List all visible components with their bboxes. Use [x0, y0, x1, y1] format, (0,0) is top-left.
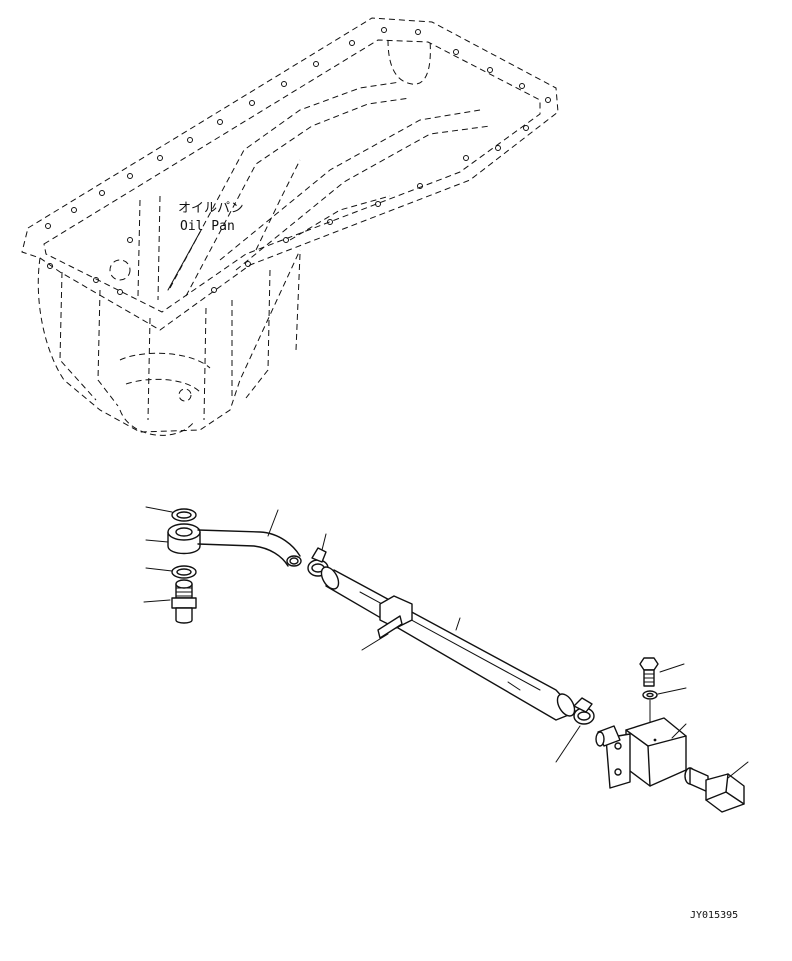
- washer-bottom: [145, 565, 197, 579]
- hose: [320, 566, 577, 721]
- outlet-plug: [684, 761, 749, 813]
- hose-band: [361, 595, 413, 651]
- flange-bolt-holes: [45, 27, 551, 295]
- oil-pan-label-jp: オイルパン: [178, 201, 244, 216]
- valve-body: [595, 717, 687, 789]
- banjo-fitting: [145, 523, 201, 555]
- bolt: [639, 657, 685, 687]
- hose-clamp-right: [555, 697, 595, 763]
- drawing-code: JY015395: [690, 910, 738, 921]
- strainer-connector: [143, 579, 197, 624]
- lock-washer: [642, 687, 687, 700]
- bent-pipe: [197, 509, 302, 567]
- oil-pan: [21, 17, 559, 436]
- oil-pan-label-en: Oil Pan: [180, 219, 235, 234]
- washer-top: [145, 506, 197, 522]
